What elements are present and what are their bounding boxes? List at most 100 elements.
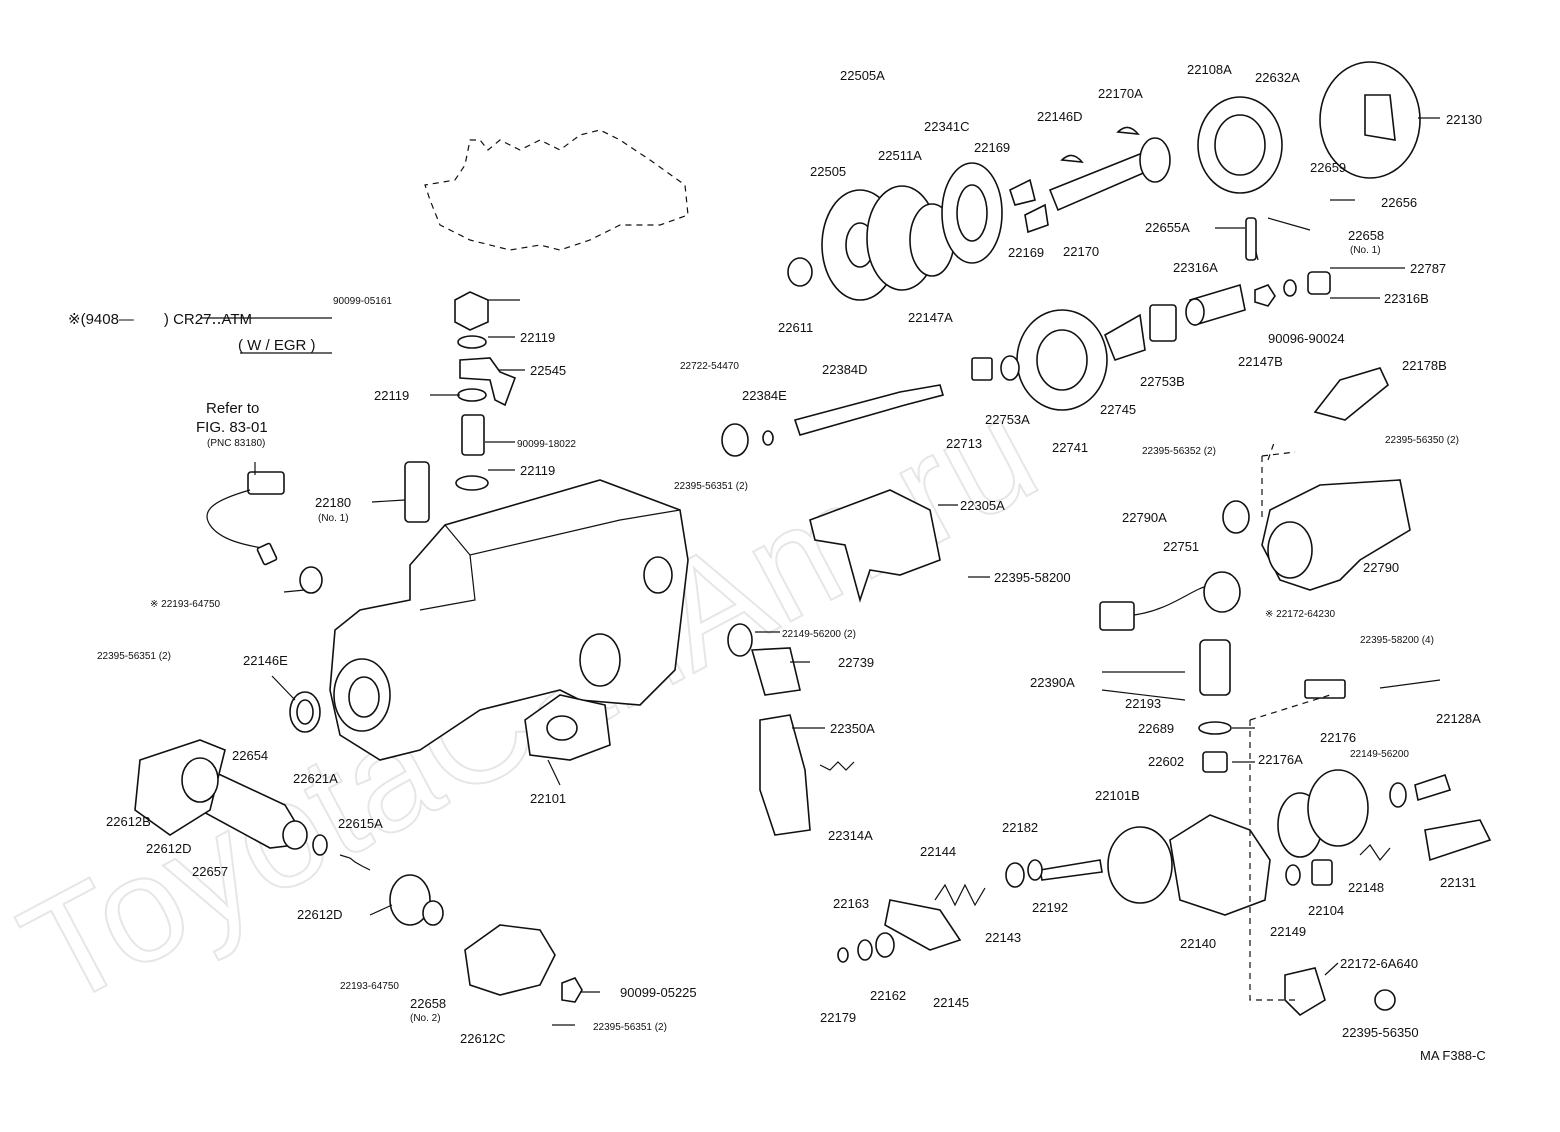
part-label: 22149-56200 (2) xyxy=(782,629,856,640)
part-label: 22193-64750 xyxy=(340,981,399,992)
oil-seal-22146e xyxy=(289,691,321,733)
drive-shaft-assembly xyxy=(787,61,1421,301)
part-label: 22395-56351 (2) xyxy=(674,481,748,492)
part-label: 22128A xyxy=(1436,711,1481,726)
part-label: 22140 xyxy=(1180,936,1216,951)
part-label: 22713 xyxy=(946,436,982,451)
part-label: 22395-56351 (2) xyxy=(97,651,171,662)
part-label: 22131 xyxy=(1440,875,1476,890)
part-label: 22143 xyxy=(985,930,1021,945)
part-label: 22654 xyxy=(232,748,268,763)
part-label: 22145 xyxy=(933,995,969,1010)
part-label: 22612D xyxy=(297,907,343,922)
part-label: 22615A xyxy=(338,816,383,831)
part-label: 22790 xyxy=(1363,560,1399,575)
refer-line-1: Refer to xyxy=(206,400,259,417)
part-label: 22163 xyxy=(833,896,869,911)
part-label: 22656 xyxy=(1381,195,1417,210)
part-label: 22612C xyxy=(460,1031,506,1046)
part-label: 22180 xyxy=(315,495,351,510)
part-label: 22179 xyxy=(820,1010,856,1025)
part-label: 22101 xyxy=(530,791,566,806)
refer-line-3: (PNC 83180) xyxy=(207,438,265,449)
part-label: 22146E xyxy=(243,653,288,668)
part-label: 22787 xyxy=(1410,261,1446,276)
part-label: 22162 xyxy=(870,988,906,1003)
part-label: 22545 xyxy=(530,363,566,378)
refer-line-2: FIG. 83-01 xyxy=(196,419,268,436)
part-label: 22350A xyxy=(830,721,875,736)
part-label: 22193 xyxy=(1125,696,1161,711)
part-label: (No. 1) xyxy=(1350,245,1381,256)
part-label: 22178B xyxy=(1402,358,1447,373)
distributor-head-22140 xyxy=(837,814,1271,963)
solenoid-22790 xyxy=(1099,367,1411,631)
part-label: 22602 xyxy=(1148,754,1184,769)
part-label: 22505 xyxy=(810,164,846,179)
part-labels: 22505A 22505 22511A 22341C 22169 22146D … xyxy=(97,62,1482,1046)
fitting-stack xyxy=(404,291,517,523)
part-label: 22658 xyxy=(1348,228,1384,243)
part-label: (No. 1) xyxy=(318,513,349,524)
timer-cover-22612c xyxy=(389,874,583,1003)
part-label: 22119 xyxy=(520,463,555,478)
dashed-leaders xyxy=(1249,439,1331,1001)
part-label: 22511A xyxy=(878,148,922,163)
part-label: 22655A xyxy=(1145,220,1190,235)
part-label: 22745 xyxy=(1100,402,1136,417)
part-label: 22753A xyxy=(985,412,1030,427)
part-label: 22722-54470 xyxy=(680,361,739,372)
feed-pump-parts xyxy=(971,217,1331,411)
part-label: 22130 xyxy=(1446,112,1482,127)
part-label: 22657 xyxy=(192,864,228,879)
part-label: 22689 xyxy=(1138,721,1174,736)
part-label: 22144 xyxy=(920,844,956,859)
part-label: 22751 xyxy=(1163,539,1199,554)
engine-outline-reference xyxy=(424,129,689,251)
part-label: 22611 xyxy=(778,320,813,335)
timer-cylinder-22654 xyxy=(134,739,371,871)
delivery-valve-parts xyxy=(1277,679,1492,1017)
part-label: 22384E xyxy=(742,388,787,403)
part-label: ※ 22193-64750 xyxy=(150,599,221,610)
part-label: 22316B xyxy=(1384,291,1429,306)
part-label: 22176 xyxy=(1320,730,1356,745)
part-label: 22739 xyxy=(838,655,874,670)
part-label: 22169 xyxy=(974,140,1010,155)
governor-shaft-parts xyxy=(721,384,945,603)
part-label: 22147A xyxy=(908,310,953,325)
part-label: 22149 xyxy=(1270,924,1306,939)
part-label: 22169 xyxy=(1008,245,1044,260)
part-label: 22149-56200 xyxy=(1350,749,1409,760)
part-label: 22395-58200 (4) xyxy=(1360,635,1434,646)
part-label: 22316A xyxy=(1173,260,1218,275)
part-label: 22182 xyxy=(1002,820,1038,835)
part-label: 22170 xyxy=(1063,244,1099,259)
part-label: 22395-56351 (2) xyxy=(593,1022,667,1033)
part-label: 22612D xyxy=(146,841,192,856)
part-label: 22390A xyxy=(1030,675,1075,690)
part-label: 22305A xyxy=(960,498,1005,513)
part-label: 22170A xyxy=(1098,86,1143,101)
part-label: 90099-18022 xyxy=(517,439,576,450)
part-label: 22176A xyxy=(1258,752,1303,767)
part-label: 22314A xyxy=(828,828,873,843)
pump-housing-22101 xyxy=(329,479,689,761)
part-label: 22384D xyxy=(822,362,868,377)
part-label: 22119 xyxy=(520,330,555,345)
figure-code: MA F388-C xyxy=(1420,1048,1486,1063)
part-label: 22172-6A640 xyxy=(1340,956,1418,971)
sensor-connector xyxy=(206,471,323,594)
part-label: 22632A xyxy=(1255,70,1300,85)
governor-lever-22350a xyxy=(727,623,855,836)
part-label: 22395-56350 xyxy=(1342,1025,1419,1040)
part-label: 90096-90024 xyxy=(1268,331,1345,346)
part-label: 22108A xyxy=(1187,62,1232,77)
part-label: 22790A xyxy=(1122,510,1167,525)
cut-valve-22390a xyxy=(1198,639,1232,773)
part-label: 22612B xyxy=(106,814,151,829)
part-label: 22741 xyxy=(1052,440,1088,455)
leader-lines xyxy=(200,117,1440,1026)
part-label: 22658 xyxy=(410,996,446,1011)
